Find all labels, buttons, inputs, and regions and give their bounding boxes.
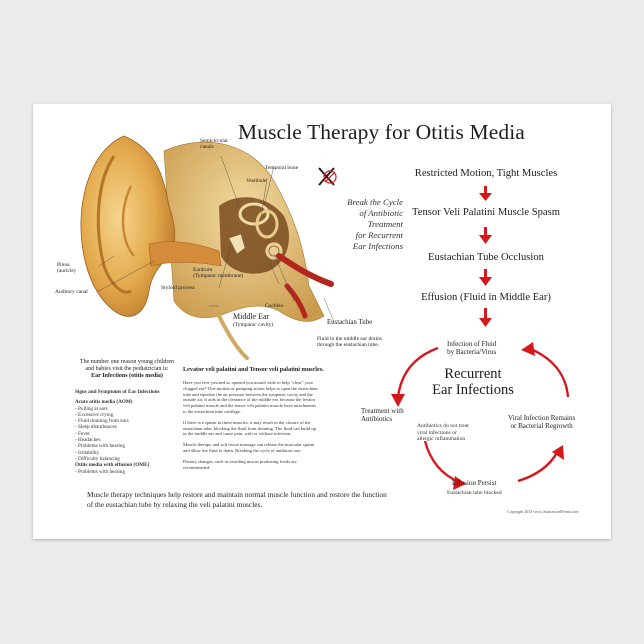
ear-anatomy-illustration (80, 135, 335, 360)
poster-title: Muscle Therapy for Otitis Media (238, 120, 525, 144)
label-temporal-bone: Temporal bone (265, 165, 299, 171)
poster: Muscle Therapy for Otitis Media (33, 104, 611, 539)
fluid-note: Fluid in the middle ear drains through t… (317, 336, 382, 349)
intro-text: The number one reason young children and… (79, 359, 175, 379)
cycle-arrowhead-right-icon (552, 445, 564, 460)
label-middle-ear: Middle Ear (233, 312, 270, 321)
cycle-arrowhead-bottom-icon (453, 476, 466, 490)
label-semicircular-canals: Semicircular canals (200, 138, 229, 151)
cycle-arc-right (530, 347, 570, 398)
label-eardrum: Eardrum (Tympanic membrane) (193, 267, 244, 280)
ome-title: Otitis media with effusion (OME) (75, 462, 150, 469)
cycle-arc-bottom-right (517, 450, 560, 483)
cycle-antibiotic-note: Antibiotics do not treat viral infection… (417, 423, 469, 443)
down-arrow-2-icon (479, 227, 492, 244)
flow-step-1: Restricted Motion, Tight Muscles (414, 168, 558, 179)
muscles-heading: Levator veli palatini and Tensor veli pa… (183, 366, 324, 373)
cycle-treatment: Treatment with Antibiotics (361, 407, 404, 423)
aom-list: - Pulling at ears - Excessive crying - F… (75, 405, 129, 462)
ome-list: - Problems with hearing (75, 468, 125, 475)
cycle-viral: Viral Infection Remains or Bacterial Reg… (508, 414, 576, 430)
flow-arrows (391, 186, 570, 490)
flow-step-2: Tensor Veli Palatini Muscle Spasm (412, 207, 560, 218)
label-styloid-process: Styloid process (161, 285, 195, 291)
muscles-paragraph-2: If there is a spasm in these muscles, it… (183, 419, 316, 437)
label-pinna: Pinna (auricle) (57, 262, 76, 275)
middle-text-column: Levator veli palatini and Tensor veli pa… (183, 366, 343, 470)
muscles-paragraph-4: Dietary changes, such as avoiding mucus … (183, 458, 297, 470)
copyright: Copyright 2013 www.AnatomicalPrints.com (507, 509, 579, 514)
down-arrow-3-icon (479, 269, 492, 286)
no-antibiotics-icon (318, 167, 337, 186)
cycle-infection: Infection of Fluid by Bacteria/Virus (447, 340, 497, 356)
down-arrow-1-icon (479, 186, 492, 201)
flow-step-3: Eustachian Tube Occlusion (428, 252, 544, 263)
cycle-tube-blocked: Eustachian tube blocked (447, 490, 502, 496)
cycle-arc-bottom-left (423, 440, 460, 484)
cycle-arrowhead-left-icon (391, 394, 405, 407)
cycle-arc-left (396, 346, 439, 398)
label-auditory-canal: Auditory canal (55, 289, 88, 295)
signs-title: Signs and Symptoms of Ear Infections (75, 389, 160, 395)
label-cochlea: Cochlea (265, 303, 284, 309)
label-vestibule: Vestibule (246, 178, 267, 184)
label-middle-ear-sub: (Tympanic cavity) (233, 322, 274, 328)
left-text-column: The number one reason young children and… (57, 359, 197, 475)
flow-step-4: Effusion (Fluid in Middle Ear) (421, 292, 551, 303)
muscles-paragraph-3: Muscle therapy and soft tissue massage c… (183, 442, 315, 453)
break-cycle-text: Break the Cycle of Antibiotic Treatment … (347, 197, 403, 251)
aom-title: Acute otitis media (AOM) (75, 399, 133, 406)
down-arrow-4-icon (479, 308, 492, 327)
bottom-summary: Muscle therapy techniques help restore a… (87, 490, 387, 509)
cycle-arrowhead-top-icon (521, 342, 535, 356)
cycle-effusion-persist: Effusion Persist (452, 479, 497, 487)
label-eustachian-tube: Eustachian Tube (327, 319, 373, 326)
muscles-paragraph-1: Have you ever yawned so opened you mouth… (183, 380, 318, 414)
cycle-center-title: Recurrent Ear Infections (432, 366, 514, 398)
